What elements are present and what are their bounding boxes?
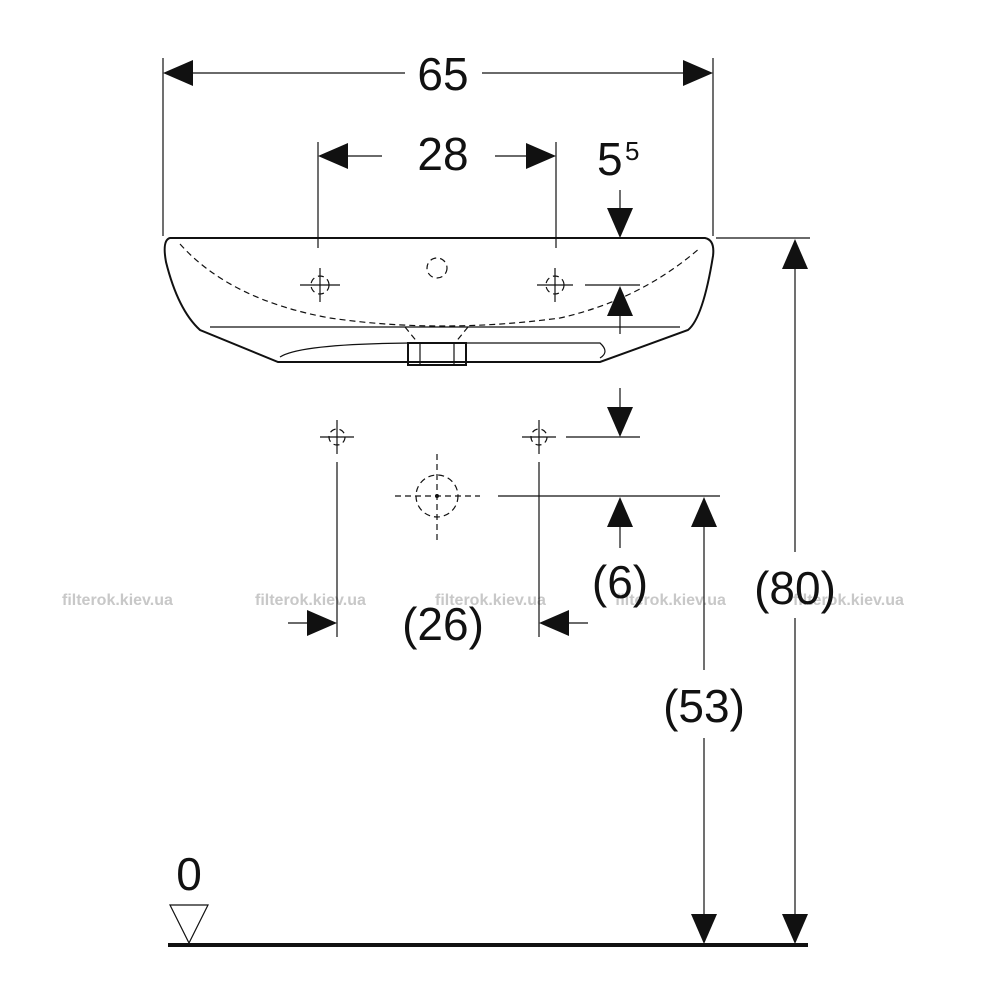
- watermark-2: filterok.kiev.ua: [255, 592, 366, 609]
- floor-level-marker-icon: [169, 904, 209, 945]
- tap-hole-left: [300, 268, 340, 302]
- dim-tap-spacing: 28: [317, 128, 557, 248]
- dim-waste-offset-label: (6): [592, 556, 648, 608]
- dim-overall-width-label: 65: [417, 48, 468, 100]
- dim-waste-height: (53): [663, 497, 745, 944]
- dim-waste-offset: (6): [498, 388, 720, 608]
- waste-outlet-hidden: [404, 326, 469, 344]
- watermark-1: filterok.kiev.ua: [62, 592, 173, 609]
- fixing-hole-right: [522, 420, 556, 454]
- dim-rim-offset-label: 5: [597, 133, 623, 185]
- tap-hole-right: [537, 268, 573, 302]
- basin-bowl-bottom-curve: [279, 342, 606, 359]
- overflow-hole: [426, 257, 448, 279]
- waste-outlet: [407, 342, 467, 366]
- watermark-5: filterok.kiev.ua: [793, 592, 904, 609]
- watermark-4: filterok.kiev.ua: [615, 592, 726, 609]
- floor-level-label: 0: [176, 848, 202, 900]
- watermark-group: filterok.kiev.ua filterok.kiev.ua filter…: [62, 592, 904, 609]
- dim-rim-offset-superscript: 5: [625, 136, 639, 166]
- basin-bowl-hidden-line: [179, 243, 701, 327]
- dim-fixing-spacing-label: (26): [402, 598, 484, 650]
- washbasin-outline: [163, 237, 715, 366]
- dim-waste-height-label: (53): [663, 680, 745, 732]
- dim-rim-height-label: (80): [754, 562, 836, 614]
- dim-rim-height: (80): [716, 237, 836, 944]
- dim-rim-offset: 5 5: [585, 133, 640, 334]
- fixing-hole-left: [320, 420, 354, 454]
- floor-level: 0: [168, 848, 808, 947]
- dim-tap-spacing-label: 28: [417, 128, 468, 180]
- waste-position-mark: [395, 454, 480, 540]
- dim-overall-width: 65: [162, 48, 714, 236]
- watermark-3: filterok.kiev.ua: [435, 592, 546, 609]
- dim-fixing-spacing: (26): [288, 462, 588, 650]
- basin-body: [163, 237, 715, 363]
